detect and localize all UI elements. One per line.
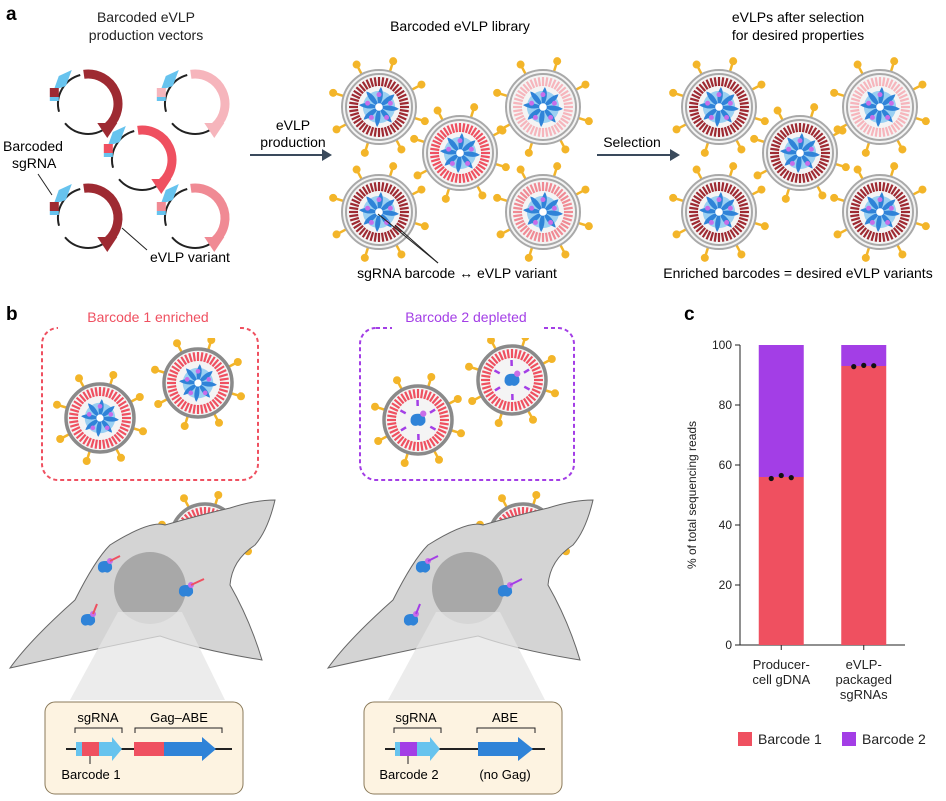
construct-right-note: (no Gag) [479,767,530,782]
evlp-library-1 [329,57,429,157]
barcoded-sgrna-label: Barcoded sgRNA [3,138,63,171]
svg-text:Barcoded eVLP: Barcoded eVLP [97,9,195,25]
enriched-title: Barcode 1 enriched [87,309,208,325]
replicate-dot [768,475,774,482]
enriched-caption: Enriched barcodes = desired eVLP variant… [663,265,932,281]
replicate-dot [788,475,794,481]
zoom-beam-left [70,612,225,700]
x-tick-label: cell gDNA [752,672,810,687]
selected-title: eVLPs after selection for desired proper… [732,9,864,43]
plasmid-3 [103,125,177,194]
plasmid-4 [49,183,123,252]
construct-left: sgRNA Gag–ABE Barcode 1 [61,710,232,782]
production-arrow [250,149,332,161]
stacked-bar-chart: 0 20 40 60 80 100 % of total sequencing readsP… [685,338,926,747]
vectors-title: Barcoded eVLP production vectors [89,9,203,43]
evlp-selected-4 [669,162,769,262]
evlp-variant-label: eVLP variant [150,249,230,265]
evlp-selected [669,57,930,262]
evlp-selected-1 [669,57,769,157]
panel-c-letter: c [684,304,695,325]
x-tick-label: Producer- [753,657,810,672]
construct-right: sgRNA ABE Barcode 2 (no Gag) [379,710,545,782]
evlp-selected-2 [830,57,930,157]
legend-swatch [842,732,856,746]
panel-a [49,57,930,262]
evlp-library-4 [329,162,429,262]
construct-left-gene-label: Gag–ABE [150,710,208,725]
x-tick-label: eVLP- [846,657,882,672]
svg-text:eVLPs after selection: eVLPs after selection [732,9,864,25]
cell-cargo-right [403,555,523,626]
library-title: Barcoded eVLP library [390,18,530,34]
replicate-dot [871,363,877,369]
zoom-beam-right [388,612,545,700]
evlp-selected-3 [750,103,850,203]
y-tick-label: 20 [719,578,733,592]
plasmid-1 [49,69,123,138]
y-tick-label: 40 [719,518,733,532]
bar-segment [841,345,887,366]
selection-arrow [597,149,680,161]
plasmid-5 [156,183,230,252]
replicate-dot [851,364,857,370]
y-tick-label: 60 [719,458,733,472]
legend-label: Barcode 2 [862,731,926,747]
svg-text:production vectors: production vectors [89,27,203,43]
construct-right-gene-label: ABE [492,710,518,725]
panel-b-letter: b [6,304,18,325]
construct-left-barcode-label: Barcode 1 [61,767,120,782]
caption-pointer-lines [377,213,439,264]
svg-text:Barcoded: Barcoded [3,138,63,154]
selection-arrow-label: Selection [603,134,661,150]
evlp-enriched-2 [151,336,245,430]
evlp-depleted-2 [465,333,559,427]
evlp-enriched-1 [53,371,147,465]
construct-left-sgrna-label: sgRNA [77,710,119,725]
depleted-title: Barcode 2 depleted [405,309,526,325]
x-tick-label: sgRNAs [840,687,888,702]
svg-text:production: production [260,134,325,150]
x-tick-label: packaged [836,672,892,687]
construct-right-barcode-label: Barcode 2 [379,767,438,782]
panel-a-letter: a [6,4,17,25]
plasmid-2 [156,69,230,138]
legend-label: Barcode 1 [758,731,822,747]
legend-swatch [738,732,752,746]
nucleus-right [432,552,504,624]
y-tick-label: 0 [725,638,732,652]
sgrna-leader-line [37,173,53,196]
replicate-dot [778,472,784,479]
y-axis-label: % of total sequencing reads [685,421,699,569]
variant-leader-line [121,227,148,251]
nucleus-left [114,552,186,624]
construct-right-sgrna-label: sgRNA [395,710,437,725]
y-tick-label: 100 [712,338,732,352]
svg-text:for desired properties: for desired properties [732,27,864,43]
cell-cargo-left [80,555,205,626]
svg-text:sgRNA: sgRNA [12,155,57,171]
barcode-variant-caption: sgRNA barcode ↔ eVLP variant [357,265,557,281]
bar-segment [841,366,887,645]
replicate-dot [861,362,867,368]
svg-text:eVLP: eVLP [276,117,310,133]
evlp-library-5 [493,162,593,262]
bar-segment [758,477,804,645]
evlp-library-3 [410,103,510,203]
bar-segment [758,345,804,477]
y-tick-label: 80 [719,398,733,412]
evlp-library [329,57,593,262]
evlp-depleted-1 [371,373,465,467]
evlp-selected-5 [830,162,930,262]
production-arrow-label: eVLP production [260,117,325,150]
evlp-library-2 [493,57,593,157]
